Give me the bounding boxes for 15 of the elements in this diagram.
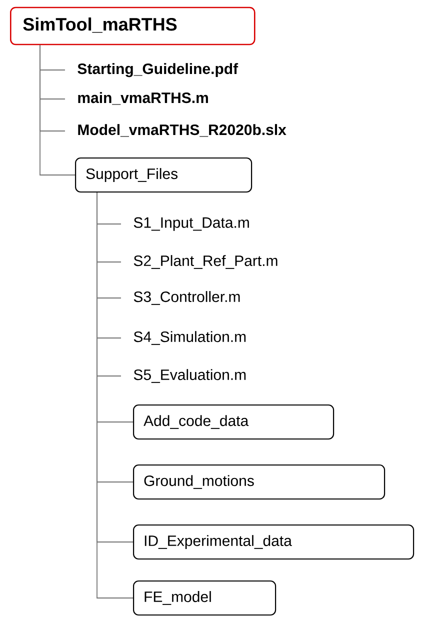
folder-box: Add_code_data [133, 404, 334, 440]
file-name: S1_Input_Data.m [134, 217, 249, 231]
folder-box: Ground_motions [133, 464, 386, 500]
file-name: main_vmaRTHS.m [78, 92, 208, 105]
file-name: Starting_Guideline.pdf [78, 63, 238, 78]
file-name: S2_Plant_Ref_Part.m [134, 255, 278, 269]
file-name: S5_Evaluation.m [134, 369, 246, 383]
folder-box: SimTool_maRTHS [10, 6, 256, 46]
file-name: S3_Controller.m [134, 291, 240, 305]
folder-box: FE_model [133, 580, 276, 616]
folder-box: Support_Files [75, 157, 252, 193]
file-name: S4_Simulation.m [134, 331, 246, 345]
tree-line [40, 44, 76, 176]
folder-box: ID_Experimental_data [133, 524, 414, 560]
file-name: Model_vmaRTHS_R2020b.slx [78, 124, 286, 137]
